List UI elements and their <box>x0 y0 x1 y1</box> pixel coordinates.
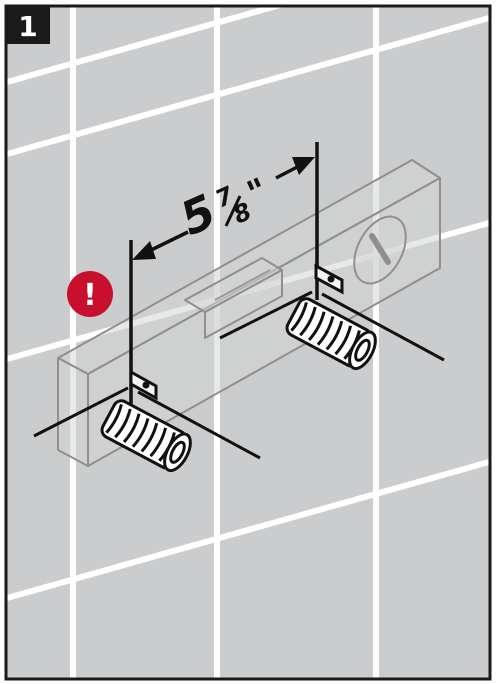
step-badge: 1 <box>6 6 50 44</box>
level-vial-recess <box>204 269 283 339</box>
panel-frame <box>4 4 492 681</box>
left-crosshair-right <box>137 390 261 460</box>
right-crosshair-right <box>321 292 445 362</box>
level-front-face <box>87 177 441 467</box>
warning-badge: ! <box>67 271 113 317</box>
exclamation-icon <box>67 271 113 317</box>
left-bracket-hole <box>142 381 150 389</box>
measurement-label: 5 7 8 " <box>173 170 274 246</box>
left-anchor <box>33 369 261 473</box>
right-anchor <box>219 263 445 371</box>
fraction-bar <box>224 195 242 227</box>
right-crosshair-left <box>219 290 313 340</box>
left-crosshair-left <box>33 386 129 438</box>
warning-symbol: ! <box>83 278 97 313</box>
spirit-level <box>57 159 441 467</box>
right-bracket-hole <box>327 275 335 283</box>
step-number: 1 <box>18 10 37 43</box>
step-badge-background <box>6 6 50 44</box>
arrowhead-right <box>292 157 315 175</box>
dimension-arrow <box>132 157 315 260</box>
level-side-vial-bubble <box>369 233 391 265</box>
arrowhead-left <box>132 241 156 260</box>
level-vial-tube <box>214 269 271 301</box>
